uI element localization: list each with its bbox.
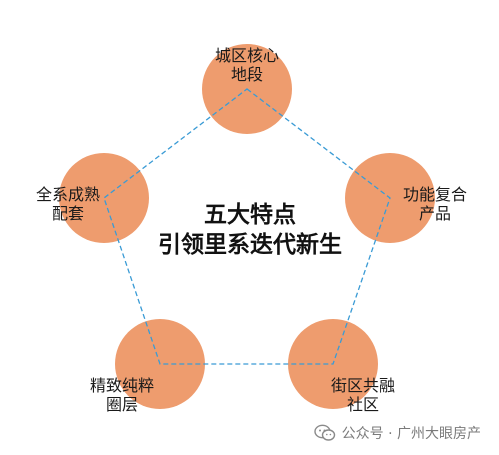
watermark-text: 公众号 · 广州大眼房产 [341, 426, 481, 442]
node-label-right: 功能复合 产品 [402, 185, 467, 223]
wechat-icon [313, 424, 335, 441]
center-title-line2: 引领里系迭代新生 [158, 232, 342, 258]
node-circle-left [59, 153, 149, 243]
center-title-line1: 五大特点 [204, 202, 296, 228]
pentagon-outline [103, 88, 391, 365]
node-label-bottom-left: 精致纯粹 圈层 [89, 376, 154, 414]
node-label-top: 城区核心 地段 [214, 46, 279, 84]
watermark: 公众号 · 广州大眼房产 [313, 423, 481, 443]
node-label-bottom-right: 街区共融 社区 [330, 376, 395, 414]
node-label-left: 全系成熟 配套 [35, 185, 100, 223]
center-title: 五大特点 引领里系迭代新生 [135, 200, 365, 260]
